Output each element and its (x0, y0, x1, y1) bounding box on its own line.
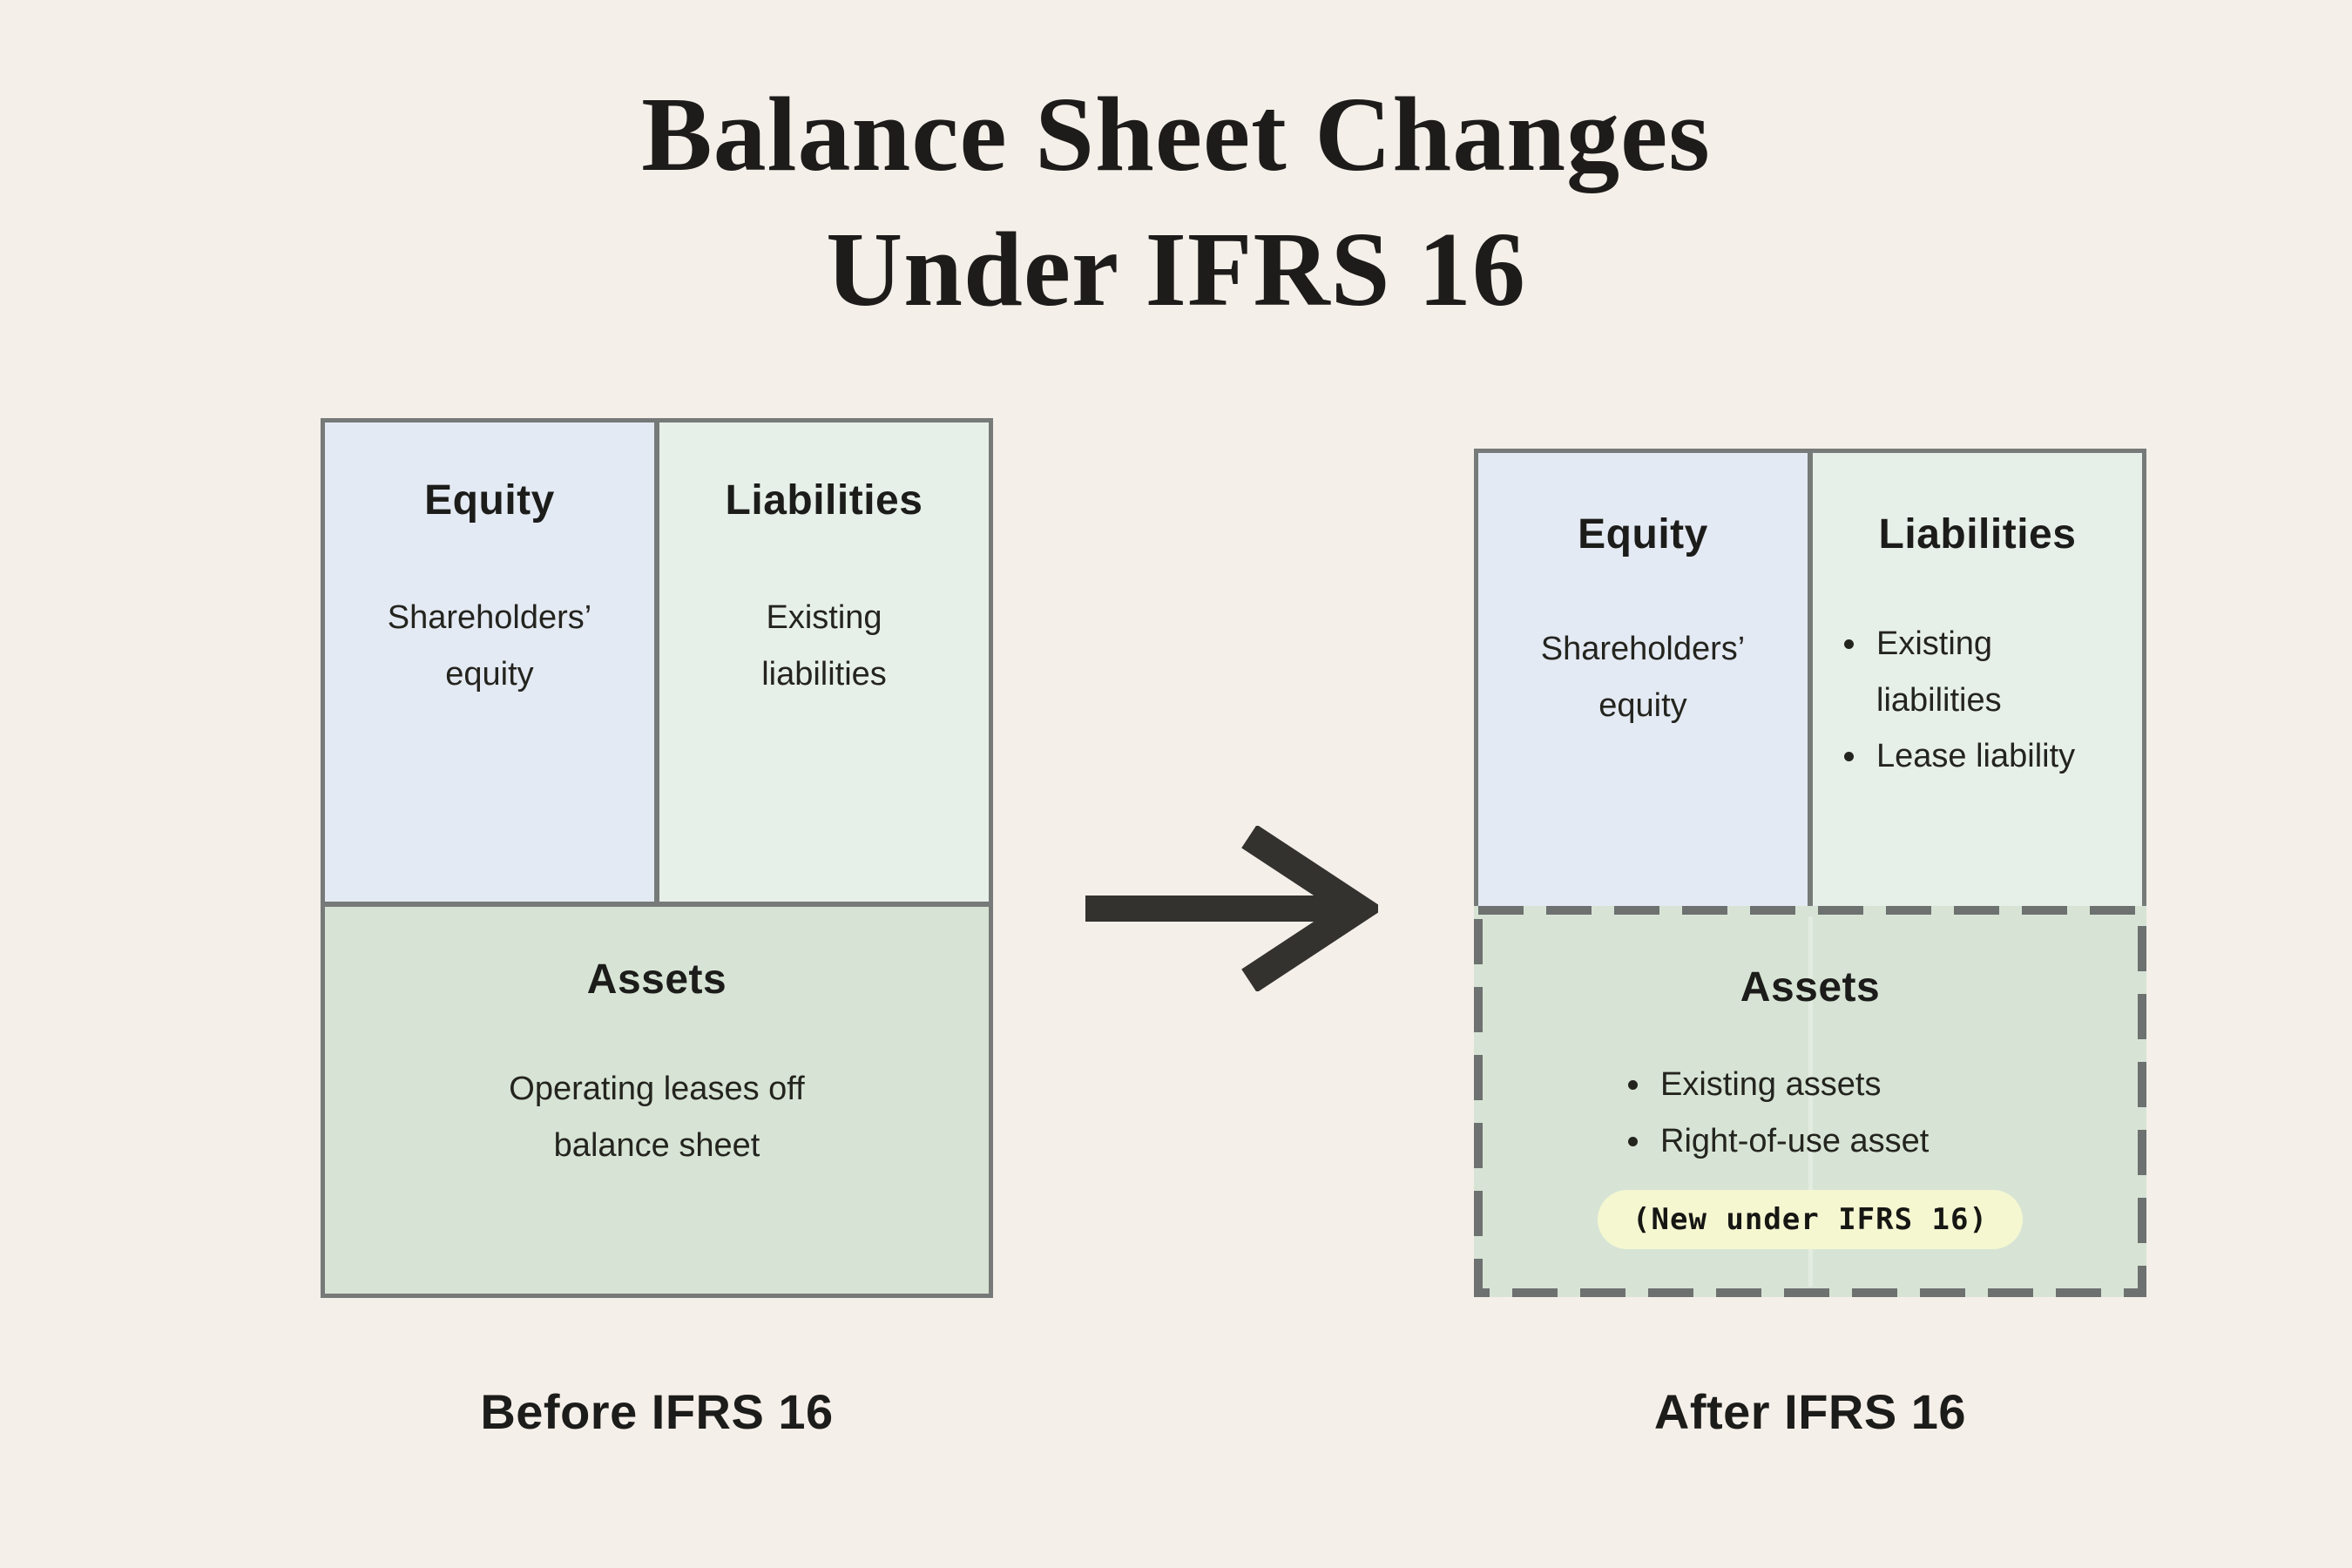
transition-arrow-icon (1085, 826, 1378, 991)
before-liabilities-box: Liabilities Existing liabilities (659, 422, 989, 902)
after-liabilities-heading: Liabilities (1878, 511, 2077, 558)
page-title: Balance Sheet Changes Under IFRS 16 (641, 76, 1711, 328)
after-caption: After IFRS 16 (1653, 1384, 1967, 1439)
before-assets-box: Assets Operating leases off balance shee… (325, 907, 989, 1294)
list-item: Lease liability (1869, 728, 2085, 785)
before-liabilities-body: Existing liabilities (761, 599, 887, 693)
assets-center-seam (1808, 916, 1813, 1287)
dashed-border (1474, 906, 2146, 1297)
before-assets-body: Operating leases off balance sheet (509, 1071, 805, 1164)
before-equity-box: Equity Shareholders’ equity (325, 422, 654, 902)
after-balance-sheet-top: Equity Shareholders’ equity Liabilities … (1474, 449, 2146, 906)
after-assets-list: Existing assets Right-of-use asset (1653, 1057, 1967, 1169)
after-equity-body: Shareholders’ equity (1540, 631, 1746, 724)
before-caption: Before IFRS 16 (480, 1384, 834, 1439)
after-liabilities-list: Existing liabilities Lease liability (1869, 616, 2085, 785)
list-item: Existing assets (1653, 1057, 1967, 1113)
before-assets-heading: Assets (586, 956, 727, 1003)
before-balance-sheet: Equity Shareholders’ equity Liabilities … (321, 418, 993, 1298)
after-equity-box: Equity Shareholders’ equity (1478, 453, 1808, 906)
list-item: Existing liabilities (1869, 616, 2085, 728)
before-equity-heading: Equity (424, 477, 555, 524)
after-equity-heading: Equity (1578, 511, 1708, 558)
list-item: Right-of-use asset (1653, 1113, 1967, 1170)
before-equity-body: Shareholders’ equity (387, 599, 592, 693)
new-under-ifrs16-badge: (New under IFRS 16) (1598, 1190, 2023, 1250)
after-assets-heading: Assets (1740, 964, 1881, 1010)
before-liabilities-heading: Liabilities (725, 477, 923, 524)
after-assets-box: Assets Existing assets Right-of-use asse… (1474, 906, 2146, 1297)
after-liabilities-box: Liabilities Existing liabilities Lease l… (1813, 453, 2142, 906)
